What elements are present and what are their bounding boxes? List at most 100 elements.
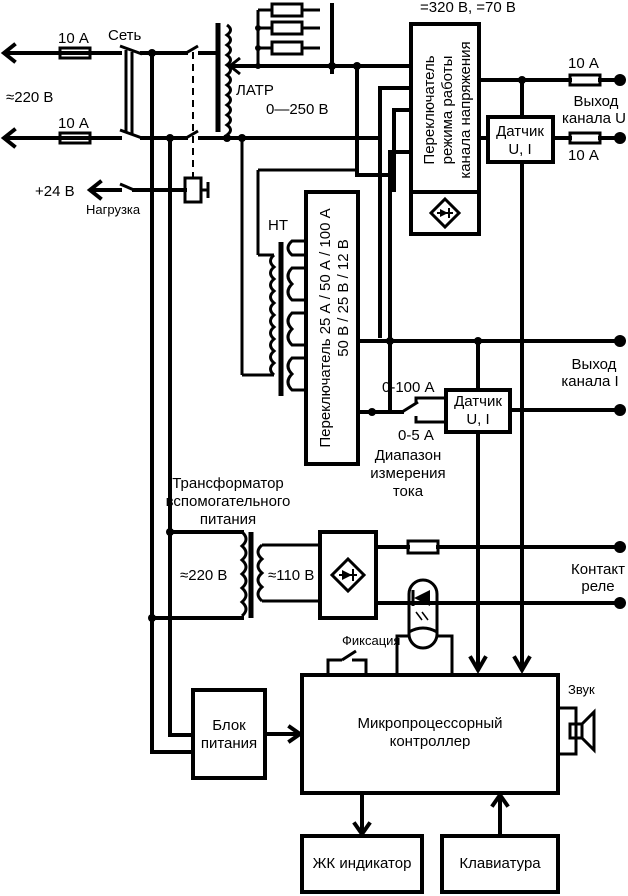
- arrow-down-icon: [352, 821, 372, 838]
- keyboard-label: Клавиатура: [459, 855, 541, 872]
- relay-terminal-bottom[interactable]: [614, 597, 626, 609]
- resistor: [270, 20, 304, 36]
- fixation-switch[interactable]: [341, 649, 357, 662]
- current-switch-label-2: 50 В / 25 В / 12 В: [335, 239, 352, 357]
- range-low-label: 0-5 А: [398, 427, 434, 444]
- sound-label: Звук: [568, 682, 595, 697]
- output-u-label-2: канала U: [562, 110, 626, 127]
- output-terminal-u-top[interactable]: [614, 74, 626, 86]
- aux-primary-winding: [239, 530, 248, 618]
- junction: [166, 134, 174, 142]
- fuse-output-bottom-label: 10 А: [568, 147, 599, 164]
- arrow-left-icon: [0, 42, 17, 64]
- mains-voltage-label: ≈220 В: [6, 89, 53, 106]
- output-terminal-i-bottom[interactable]: [614, 404, 626, 416]
- junction: [148, 614, 156, 622]
- arrow-down-icon: [512, 655, 532, 674]
- junction: [368, 408, 376, 416]
- controller-title-1: Микропроцессорный: [358, 715, 503, 732]
- current-switch-label-1: Переключатель 25 А / 50 А / 100 А: [317, 208, 334, 447]
- junction: [148, 49, 156, 57]
- phototransistor: [408, 626, 438, 634]
- fuse-bottom-label: 10 А: [58, 115, 89, 132]
- junction: [166, 528, 174, 536]
- aux-secondary-winding: [256, 543, 265, 603]
- current-channel: НТ Переключатель 25 А / 50 А / 100 А 50 …: [240, 138, 626, 674]
- wire: [395, 634, 454, 675]
- arrow-left-icon: [86, 179, 103, 201]
- mains-input: ≈220 В 10 А 10 А Сеть +24 В Нагрузка: [0, 27, 250, 754]
- junction: [223, 134, 231, 142]
- lcd-box: [300, 834, 424, 894]
- relay-switch-top: [185, 44, 199, 55]
- junction: [386, 337, 394, 345]
- wire: [414, 396, 446, 404]
- aux-power: Трансформатор вспомогательного питания ≈…: [148, 475, 626, 675]
- load-switch: [119, 182, 135, 192]
- fuse-bottom: [58, 131, 92, 145]
- relay-label-1: Контакт: [571, 561, 625, 578]
- dc-voltage-label: =320 В, =70 В: [420, 0, 516, 16]
- range-caption-3: тока: [393, 483, 424, 500]
- junction: [255, 63, 261, 69]
- arrow-right-icon: [287, 724, 304, 744]
- latr-winding: [224, 23, 232, 137]
- light-arrows-icon: [415, 611, 429, 621]
- controller-box: [300, 673, 560, 795]
- range-caption-2: измерения: [370, 465, 445, 482]
- latr-label: ЛАТР: [236, 82, 274, 99]
- aux-title-1: Трансформатор: [172, 475, 284, 492]
- output-terminal-i-top[interactable]: [614, 335, 626, 347]
- range-high-label: 0-100 А: [382, 379, 435, 396]
- fuse-output-bottom: [568, 131, 602, 145]
- mains-switch-label: Сеть: [108, 27, 142, 44]
- range-caption-1: Диапазон: [375, 447, 442, 464]
- speaker-icon: [568, 722, 584, 740]
- psu-box: [191, 688, 267, 780]
- nt-primary-winding: [269, 253, 277, 377]
- resistor: [406, 539, 440, 555]
- output-u-label-1: Выход: [574, 93, 619, 110]
- voltage-switch-label-3: канала напряжения: [457, 41, 474, 178]
- resistor: [270, 40, 304, 56]
- aux-secondary-label: ≈110 В: [268, 567, 314, 584]
- fuse-top-label: 10 А: [58, 30, 89, 47]
- nt-secondary-winding: [286, 239, 306, 392]
- current-switch-box: [304, 190, 360, 466]
- lcd-label: ЖК индикатор: [313, 855, 412, 872]
- fuse-output-top: [568, 73, 602, 87]
- latr-range-label: 0—250 В: [266, 101, 329, 118]
- relay-switch-bottom: [185, 129, 199, 140]
- aux-title-3: питания: [200, 511, 256, 528]
- output-terminal-u-bottom[interactable]: [614, 132, 626, 144]
- rectifier-icon: [329, 556, 367, 594]
- fixation-label: Фиксация: [342, 633, 400, 648]
- resistor: [270, 2, 304, 18]
- load-label: Нагрузка: [86, 202, 141, 217]
- psu-label-2: питания: [201, 735, 257, 752]
- voltage-switch-label-2: режима работы: [439, 56, 456, 165]
- nt-label: НТ: [268, 217, 288, 234]
- controller-section: Микропроцессорный контроллер Фиксация Зв…: [150, 633, 596, 894]
- voltage-sensor-label-1: Датчик: [496, 123, 544, 140]
- psu-label-1: Блок: [212, 717, 246, 734]
- aux-primary-label: ≈220 В: [180, 567, 227, 584]
- optocoupler: [407, 578, 439, 650]
- arrow-left-icon: [227, 56, 241, 76]
- current-sensor-label-1: Датчик: [454, 393, 502, 410]
- latr: ЛАТР 0—250 В: [215, 2, 412, 142]
- junction: [328, 62, 336, 70]
- led-icon: [414, 590, 430, 606]
- aux-title-2: вспомогательного: [166, 493, 291, 510]
- controller-title-2: контроллер: [390, 733, 471, 750]
- wire: [414, 416, 446, 424]
- voltage-sensor-label-2: U, I: [508, 141, 531, 158]
- rectifier-icon: [428, 196, 462, 230]
- speaker-cone-icon: [580, 708, 596, 754]
- output-i-label-1: Выход: [572, 356, 617, 373]
- relay-terminal-top[interactable]: [614, 541, 626, 553]
- keyboard-box: [440, 834, 560, 894]
- voltage-switch-label-1: Переключатель: [421, 55, 438, 164]
- relay-label-2: реле: [581, 578, 614, 595]
